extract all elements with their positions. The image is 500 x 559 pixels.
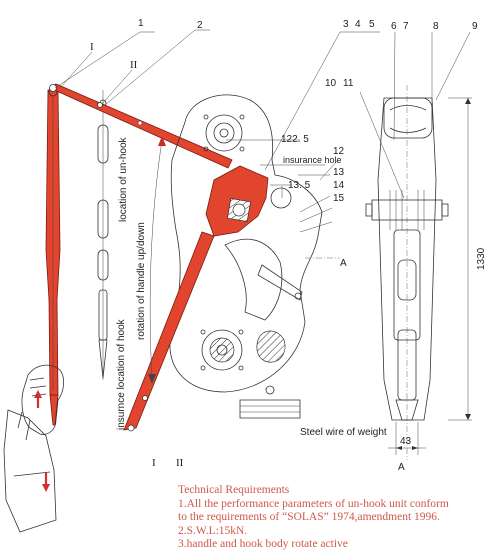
part-number-10: 10: [325, 78, 337, 89]
dimension-13-5: 13. 5: [288, 180, 311, 191]
chain-links: [97, 90, 109, 380]
side-view: [359, 31, 472, 460]
part-number-3: 3: [343, 19, 349, 30]
part-number-6: 6: [391, 21, 397, 32]
hand-illustration: [3, 364, 64, 533]
section-mark-bottom-i: I: [152, 457, 156, 469]
part-number-8: 8: [433, 21, 439, 32]
label-insurance-location: insurnce location of hook: [116, 318, 127, 430]
part-number-7: 7: [403, 21, 409, 32]
tech-line-3: 3.handle and hook body rotate active: [178, 538, 348, 550]
label-rotation-handle: rotation of handle up/down: [136, 222, 147, 340]
part-number-12: 12: [333, 146, 345, 157]
tech-line-1b: to the requirements of “SOLAS” 1974,amen…: [178, 511, 440, 523]
section-mark-top-i: I: [90, 41, 94, 53]
label-insurance-hole: insurance hole: [283, 155, 342, 165]
dimension-1330: 1330: [476, 247, 487, 270]
section-label-a-bottom: A: [398, 462, 405, 473]
hook-body: [169, 94, 323, 419]
part-number-15: 15: [333, 193, 345, 204]
part-number-5: 5: [369, 19, 375, 30]
part-number-14: 14: [333, 180, 345, 191]
label-steel-wire: Steel wire of weight: [300, 427, 387, 438]
insurance-hole: [270, 187, 292, 209]
part-number-13: 13: [333, 167, 345, 178]
part-number-2: 2: [197, 20, 203, 31]
section-mark-bottom-ii: II: [176, 457, 184, 469]
section-label-a: A: [340, 258, 347, 269]
dimension-122-5: 122. 5: [281, 134, 309, 145]
hook-tip-section: [256, 330, 286, 363]
part-number-4: 4: [355, 19, 361, 30]
part-number-9: 9: [472, 21, 478, 32]
part-number-1: 1: [138, 18, 144, 29]
pull-rod-assembly: [45, 87, 61, 426]
tech-line-1a: 1.All the performance parameters of un-h…: [178, 497, 449, 510]
tech-title: Technical Requirements: [178, 484, 290, 496]
handle-bar: [49, 83, 233, 169]
label-location-unhook: location of un-hook: [118, 136, 129, 222]
section-mark-top-ii: II: [130, 59, 138, 71]
technical-requirements: Technical Requirements 1.All the perform…: [178, 484, 496, 552]
tech-line-2: 2.S.W.L:15kN.: [178, 524, 248, 537]
part-number-11: 11: [343, 78, 354, 89]
dimension-43: 43: [400, 436, 412, 447]
